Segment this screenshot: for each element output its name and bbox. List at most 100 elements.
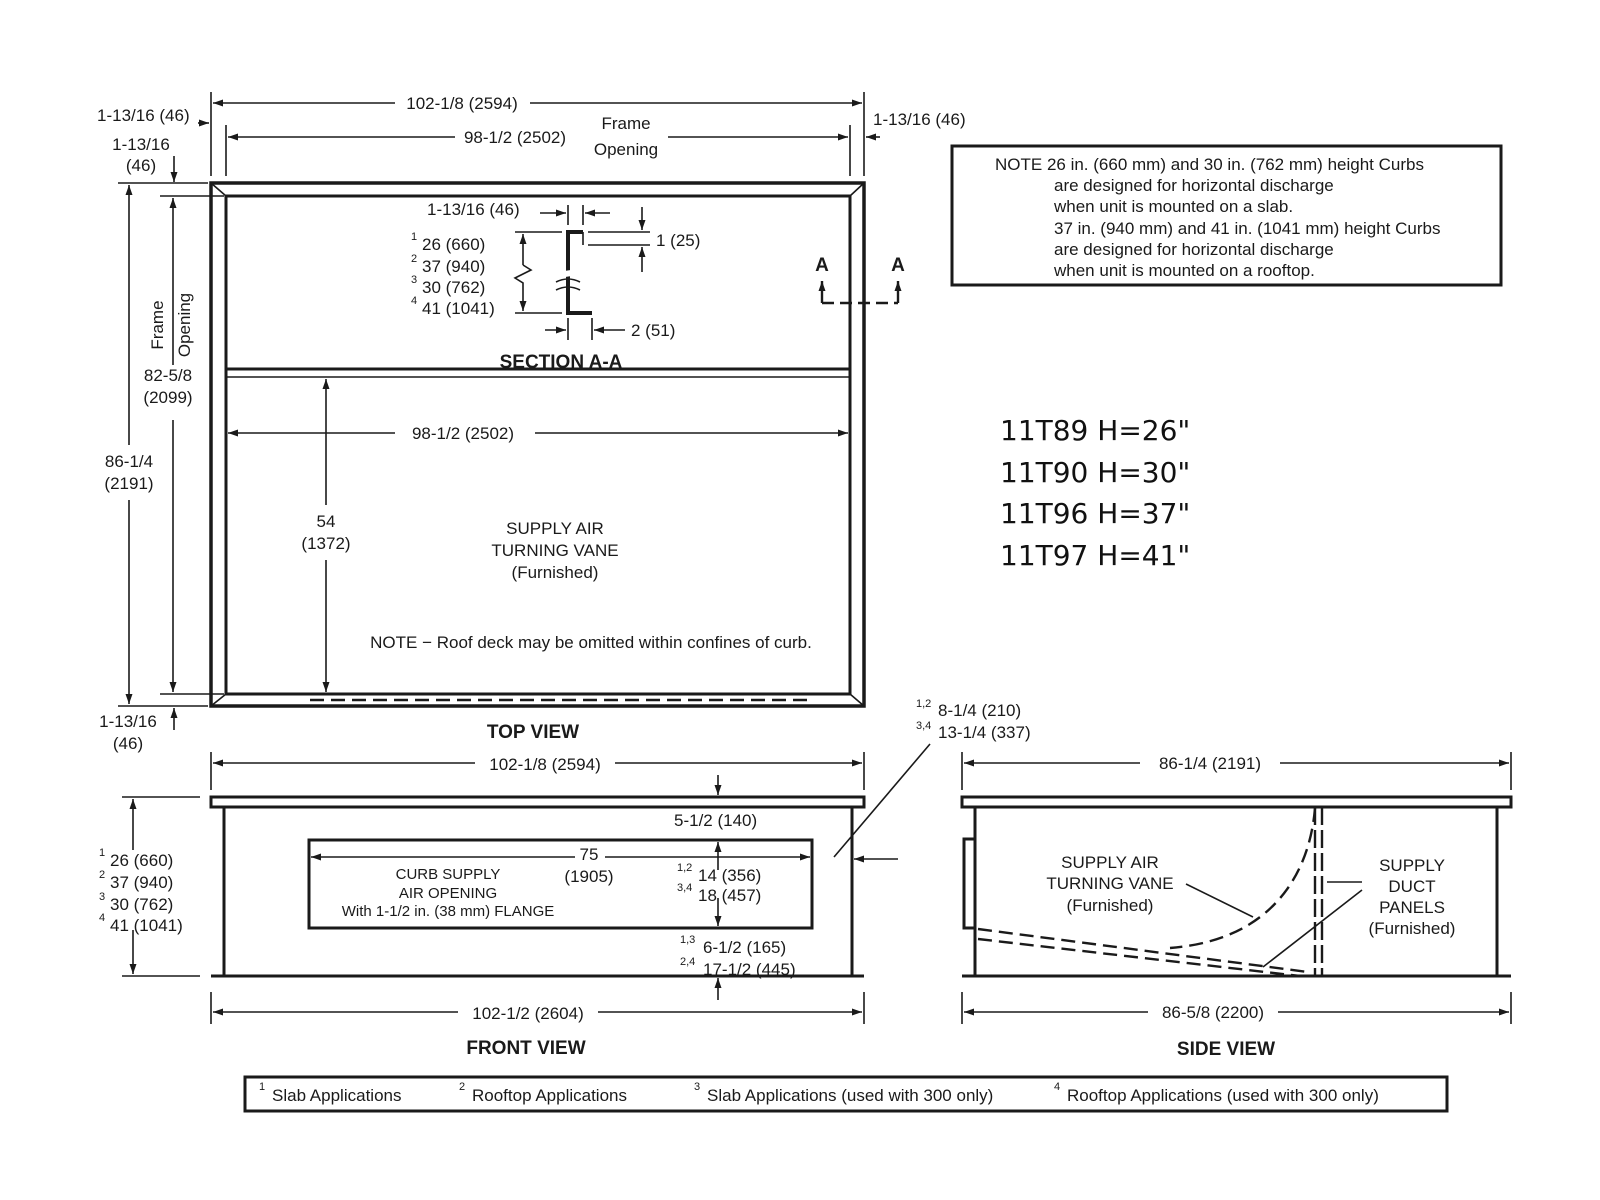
section-lip-label: 1 (25) xyxy=(656,231,700,250)
front-top-width-label: 102-1/8 (2594) xyxy=(489,755,601,774)
bottom-gap-sup-2: 2,4 xyxy=(680,956,695,968)
legend-sup-4: 4 xyxy=(1054,1081,1060,1093)
section-height-2: 37 (940) xyxy=(422,257,485,276)
bottom-gap-1: 6-1/2 (165) xyxy=(703,938,786,957)
height-note-box: NOTE 26 in. (660 mm) and 30 in. (762 mm)… xyxy=(950,144,1503,287)
side-top-width-label: 86-1/4 (2191) xyxy=(1159,754,1261,773)
vertical-opening-label: Opening xyxy=(175,293,194,357)
side-view: 86-1/4 (2191) SUPPLY AIR TURNING VANE (F… xyxy=(960,752,1513,1060)
vane-label-1: SUPPLY AIR xyxy=(506,519,604,538)
front-height-1: 26 (660) xyxy=(110,851,173,870)
front-height-sup-3: 3 xyxy=(99,891,105,903)
bottom-offset-label-b: (46) xyxy=(113,734,143,753)
model-item: 11T96 H=37" xyxy=(1000,497,1190,530)
section-height-sup-2: 2 xyxy=(411,253,417,265)
legend-sup-2: 2 xyxy=(459,1081,465,1093)
legend-item-4: Rooftop Applications (used with 300 only… xyxy=(1067,1086,1379,1105)
legend-item-2: Rooftop Applications xyxy=(472,1086,627,1105)
top-view-title: TOP VIEW xyxy=(487,722,579,743)
front-height-2: 37 (940) xyxy=(110,873,173,892)
note-line-6: when unit is mounted on a rooftop. xyxy=(1053,261,1315,280)
frame-opening-depth-label-a: 82-5/8 xyxy=(144,366,192,385)
opening-height-2: 18 (457) xyxy=(698,886,761,905)
vane-label-3: (Furnished) xyxy=(512,563,599,582)
section-marker-right: A xyxy=(891,255,905,276)
roof-deck-note: NOTE − Roof deck may be omitted within c… xyxy=(370,633,812,652)
left-offset-mid-label-b: (46) xyxy=(126,156,156,175)
front-height-sup-4: 4 xyxy=(99,912,105,924)
duct-label-1: SUPPLY xyxy=(1379,856,1445,875)
opening-height-sup-2: 3,4 xyxy=(677,882,692,894)
opening-label-3: With 1-1/2 in. (38 mm) FLANGE xyxy=(342,903,555,920)
section-flange-width-label: 1-13/16 (46) xyxy=(427,200,520,219)
overall-depth-label-a: 86-1/4 xyxy=(105,452,153,471)
section-height-sup-1: 1 xyxy=(411,231,417,243)
note-line-1: NOTE 26 in. (660 mm) and 30 in. (762 mm)… xyxy=(995,155,1424,174)
section-marker-left: A xyxy=(815,255,829,276)
section-height-sup-4: 4 xyxy=(411,295,417,307)
model-item: 11T90 H=30" xyxy=(1000,456,1190,489)
legend-item-1: Slab Applications xyxy=(272,1086,401,1105)
opening-width-label-b: (1905) xyxy=(564,867,613,886)
note-line-4: 37 in. (940 mm) and 41 in. (1041 mm) hei… xyxy=(1054,219,1440,238)
opening-label: Opening xyxy=(594,140,658,159)
top-view: 102-1/8 (2594) 98-1/2 (2502) Frame Openi… xyxy=(97,92,966,753)
duct-label-4: (Furnished) xyxy=(1369,919,1456,938)
left-offset-mid-label-a: 1-13/16 xyxy=(112,135,170,154)
side-view-title: SIDE VIEW xyxy=(1177,1039,1275,1060)
bottom-gap-2: 17-1/2 (445) xyxy=(703,960,796,979)
section-aa-title: SECTION A-A xyxy=(500,352,623,373)
side-vane-label-2: TURNING VANE xyxy=(1046,874,1173,893)
side-vane-label-1: SUPPLY AIR xyxy=(1061,853,1159,872)
front-height-3: 30 (762) xyxy=(110,895,173,914)
note-line-5: are designed for horizontal discharge xyxy=(1054,240,1334,259)
frame-opening-depth-label-b: (2099) xyxy=(143,388,192,407)
overall-width-label: 102-1/8 (2594) xyxy=(406,94,518,113)
section-height-sup-3: 3 xyxy=(411,274,417,286)
front-height-4: 41 (1041) xyxy=(110,916,183,935)
duct-label-3: PANELS xyxy=(1379,898,1445,917)
section-height-1: 26 (660) xyxy=(422,235,485,254)
model-list: 11T89 H=26" 11T90 H=30" 11T96 H=37" 11T9… xyxy=(1000,414,1190,572)
front-view: 102-1/8 (2594) 75 (1905) CURB SUPPLY AIR… xyxy=(99,698,1031,1059)
bottom-offset-label-a: 1-13/16 xyxy=(99,712,157,731)
footnote-legend: 1 Slab Applications 2 Rooftop Applicatio… xyxy=(243,1075,1449,1113)
frame-opening-width-label: 98-1/2 (2502) xyxy=(464,128,566,147)
vane-label-2: TURNING VANE xyxy=(491,541,618,560)
front-view-title: FRONT VIEW xyxy=(466,1038,585,1059)
front-bottom-width-label: 102-1/2 (2604) xyxy=(472,1004,584,1023)
opening-width-label-a: 75 xyxy=(580,845,599,864)
legend-item-3: Slab Applications (used with 300 only) xyxy=(707,1086,993,1105)
legend-sup-1: 1 xyxy=(259,1081,265,1093)
model-item: 11T89 H=26" xyxy=(1000,414,1190,447)
opening-label-2: AIR OPENING xyxy=(399,885,497,902)
side-offset-2: 13-1/4 (337) xyxy=(938,723,1031,742)
model-item: 11T97 H=41" xyxy=(1000,539,1190,572)
vertical-frame-label: Frame xyxy=(148,300,167,349)
vane-depth-label-a: 54 xyxy=(317,512,336,531)
frame-label: Frame xyxy=(601,114,650,133)
side-vane-label-3: (Furnished) xyxy=(1067,896,1154,915)
side-offset-sup-1: 1,2 xyxy=(916,698,931,710)
note-line-2: are designed for horizontal discharge xyxy=(1054,176,1334,195)
section-aa: 1-13/16 (46) 1 (25) 2 (51) 1 26 (660) 2 … xyxy=(411,200,905,373)
section-height-4: 41 (1041) xyxy=(422,299,495,318)
vane-depth-label-b: (1372) xyxy=(301,534,350,553)
bottom-gap-sup-1: 1,3 xyxy=(680,934,695,946)
side-offset-sup-2: 3,4 xyxy=(916,720,931,732)
side-bottom-width-label: 86-5/8 (2200) xyxy=(1162,1003,1264,1022)
opening-height-sup-1: 1,2 xyxy=(677,862,692,874)
front-top-gap-label: 5-1/2 (140) xyxy=(674,811,757,830)
section-base-label: 2 (51) xyxy=(631,321,675,340)
side-offset-1: 8-1/4 (210) xyxy=(938,701,1021,720)
opening-label-1: CURB SUPPLY xyxy=(396,866,501,883)
section-height-3: 30 (762) xyxy=(422,278,485,297)
overall-depth-label-b: (2191) xyxy=(104,474,153,493)
left-offset-top-label: 1-13/16 (46) xyxy=(97,106,190,125)
right-offset-label: 1-13/16 (46) xyxy=(873,110,966,129)
duct-label-2: DUCT xyxy=(1388,877,1435,896)
opening-height-1: 14 (356) xyxy=(698,866,761,885)
legend-sup-3: 3 xyxy=(694,1081,700,1093)
front-height-sup-1: 1 xyxy=(99,847,105,859)
